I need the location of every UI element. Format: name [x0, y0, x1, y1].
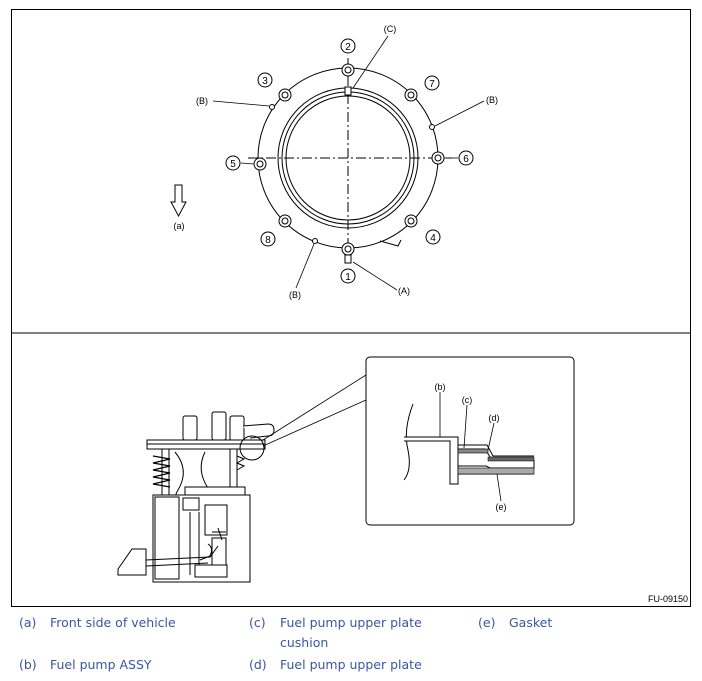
leader-lines-top	[212, 35, 485, 291]
legend-text-a: Front side of vehicle	[50, 615, 176, 630]
zoom-lines	[262, 374, 367, 447]
diagram-figure: 1 2 3 4 5 6 7 8 (C) (B) (B) (B) (A) (a)	[11, 9, 691, 607]
legend-text-c: Fuel pump upper plate cushion	[280, 615, 422, 650]
svg-text:1: 1	[345, 272, 351, 283]
legend-key-d: (d)	[249, 657, 267, 672]
bolt-number-3: 3	[257, 72, 273, 88]
bolt-number-7: 7	[424, 75, 440, 91]
fuel-pump-assy-drawing	[117, 411, 275, 583]
flange-bolts	[253, 63, 445, 256]
callout-d-detail-label: (d)	[489, 413, 500, 423]
bolt-8	[278, 214, 292, 228]
callout-a-label: (a)	[174, 221, 185, 231]
bolt-3	[278, 88, 292, 102]
bolt-7	[404, 88, 418, 102]
bolt-5	[253, 157, 267, 171]
svg-text:6: 6	[463, 154, 469, 165]
figure-frame	[11, 9, 691, 607]
callout-c-detail-label: (c)	[462, 395, 473, 405]
bolt-number-8: 8	[260, 231, 276, 247]
bolt-4	[404, 214, 418, 228]
svg-text:5: 5	[230, 159, 236, 170]
legend-text-b: Fuel pump ASSY	[50, 657, 152, 672]
callout-b-label-left: (B)	[196, 96, 208, 106]
svg-text:2: 2	[345, 42, 351, 53]
bolt-number-4: 4	[425, 229, 441, 245]
bolt-number-1: 1	[340, 268, 356, 284]
bolt-number-2: 2	[340, 38, 356, 54]
callout-e-detail-label: (e)	[496, 502, 507, 512]
callout-a-upper-label: (A)	[398, 286, 410, 296]
legend-key-b: (b)	[19, 657, 37, 672]
svg-text:7: 7	[429, 79, 435, 90]
svg-text:4: 4	[430, 233, 436, 244]
detail-view: (b) (c) (d) (e)	[365, 356, 575, 526]
callout-b-label-right: (B)	[486, 95, 498, 105]
legend-key-e: (e)	[478, 615, 496, 630]
b-holes	[269, 104, 435, 244]
svg-text:3: 3	[262, 76, 268, 87]
legend-text-e: Gasket	[509, 615, 553, 630]
bolt-6	[431, 151, 445, 165]
svg-text:8: 8	[265, 235, 271, 246]
figure-id: FU-09150	[648, 594, 688, 604]
legend-key-c: (c)	[249, 615, 266, 630]
callout-b-detail-label: (b)	[435, 382, 446, 392]
legend: (a) Front side of vehicle (b) Fuel pump …	[0, 612, 702, 681]
bolt-number-6: 6	[458, 150, 474, 166]
bolt-number-markers: 1 2 3 4 5 6 7 8	[225, 38, 474, 284]
flange-top-view	[248, 58, 452, 264]
front-arrow-icon	[170, 184, 187, 218]
callout-b-label-bottom: (B)	[289, 290, 301, 300]
callout-c-label: (C)	[384, 24, 397, 34]
bolt-number-5: 5	[225, 155, 241, 171]
bolt-1	[341, 242, 355, 256]
legend-text-d: Fuel pump upper plate	[280, 657, 422, 672]
bolt-2	[341, 63, 355, 77]
legend-key-a: (a)	[19, 615, 37, 630]
